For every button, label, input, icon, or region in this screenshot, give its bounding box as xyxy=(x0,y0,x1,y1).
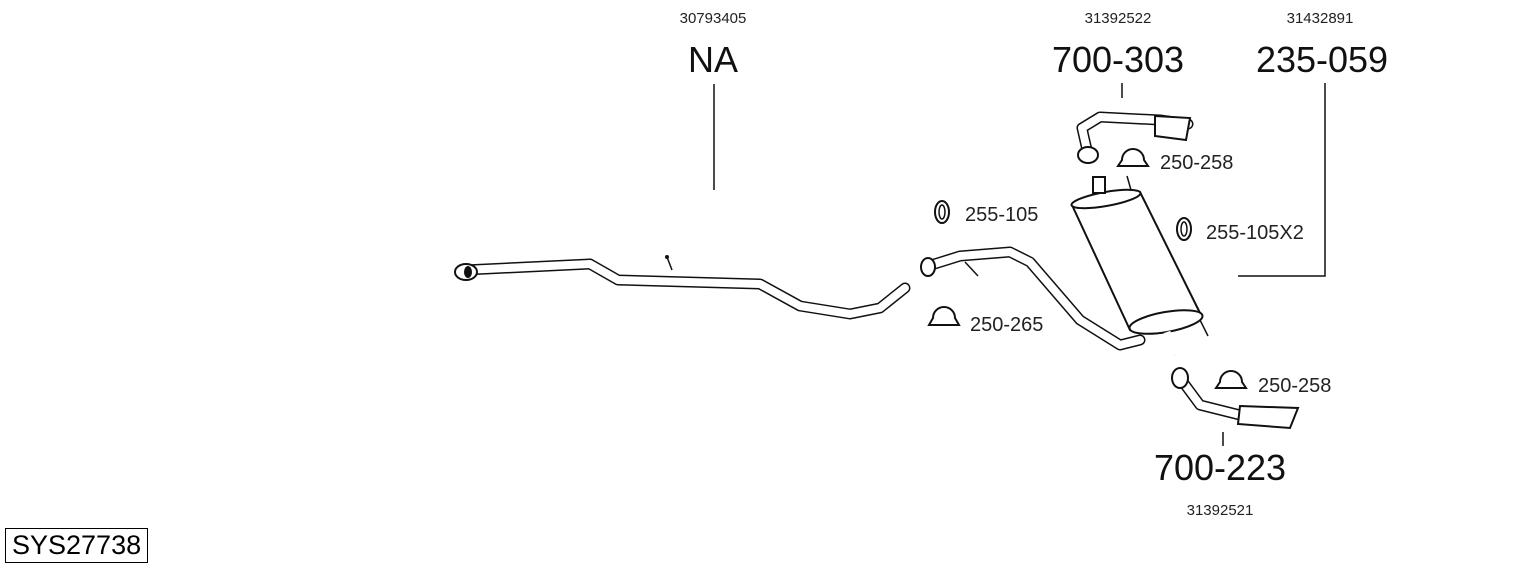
accessory-label[interactable]: 250-258 xyxy=(1160,152,1233,174)
accessory-label[interactable]: 250-258 xyxy=(1258,375,1331,397)
system-code-box: SYS27738 xyxy=(5,528,149,563)
ring-icon xyxy=(934,200,950,224)
accessory-label[interactable]: 250-265 xyxy=(970,314,1043,336)
oem-number-front-pipe: 30793405 xyxy=(680,10,747,27)
oem-number-tailpipe-upper: 31392522 xyxy=(1085,10,1152,27)
front-pipe-drawing xyxy=(454,255,911,320)
middle-pipe-drawing xyxy=(920,246,1146,351)
rear-silencer-drawing xyxy=(1070,175,1209,357)
part-number-tailpipe-upper[interactable]: 700-303 xyxy=(1052,39,1184,80)
accessory-label[interactable]: 255-105 xyxy=(965,204,1038,226)
part-number-front-pipe[interactable]: NA xyxy=(688,39,738,80)
clamp-icon xyxy=(927,306,961,326)
accessory-label[interactable]: 255-105X2 xyxy=(1206,222,1304,244)
lower-tailpipe-drawing xyxy=(1171,367,1300,430)
ring-icon xyxy=(1176,217,1192,241)
part-number-tailpipe-lower[interactable]: 700-223 xyxy=(1154,447,1286,488)
oem-number-tailpipe-lower: 31392521 xyxy=(1187,502,1254,519)
part-number-rear-silencer[interactable]: 235-059 xyxy=(1256,39,1388,80)
clamp-icon xyxy=(1214,370,1248,389)
clamp-icon xyxy=(1116,148,1150,167)
oem-number-rear-silencer: 31432891 xyxy=(1287,10,1354,27)
upper-tailpipe-drawing xyxy=(1076,111,1194,164)
leader-line-rear-silencer xyxy=(1238,83,1326,277)
